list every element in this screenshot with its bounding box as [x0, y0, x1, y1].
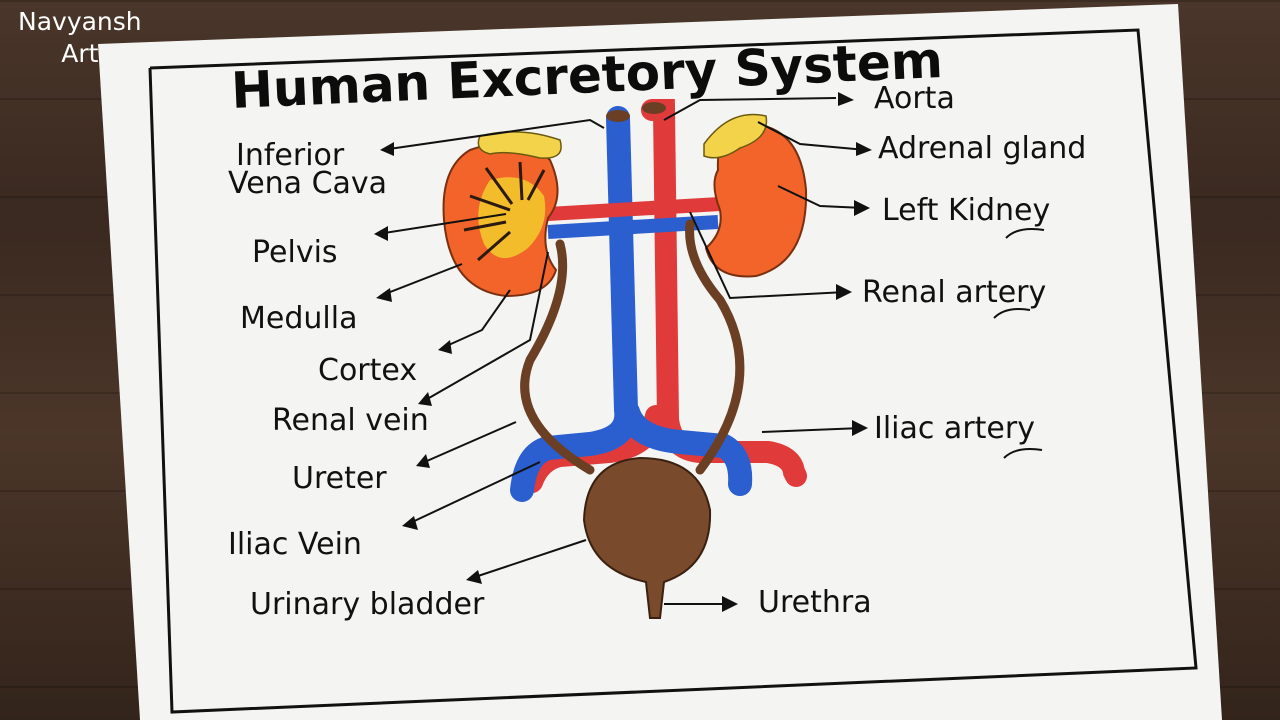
watermark-line-2: Art — [61, 39, 99, 68]
label-urinary-bladder: Urinary bladder — [250, 587, 485, 622]
vena-cava-cap — [606, 110, 630, 122]
renal-artery — [547, 197, 721, 221]
label-ureter: Ureter — [292, 461, 387, 496]
label-renal-vein: Renal vein — [272, 403, 429, 438]
page-border — [148, 28, 1198, 714]
label-renal-artery: Renal artery — [862, 275, 1046, 310]
label-iliac-vein: Iliac Vein — [228, 527, 362, 562]
adrenal-gland-right — [477, 131, 562, 159]
label-aorta: Aorta — [874, 81, 955, 116]
flourish-renal-artery — [993, 308, 1031, 319]
medulla-pyramids — [463, 161, 546, 262]
label-left-kidney: Left Kidney — [882, 193, 1050, 228]
ureter-left — [685, 219, 745, 475]
flourish-left-kidney — [1005, 228, 1045, 239]
arrow-heads — [374, 92, 872, 612]
watermark-line-1: Navyansh — [18, 7, 142, 36]
label-pelvis: Pelvis — [252, 235, 338, 270]
iliac-vein-left — [616, 400, 753, 496]
ureter-right — [520, 239, 595, 475]
label-urethra: Urethra — [758, 585, 872, 620]
label-iliac-artery: Iliac artery — [874, 411, 1035, 446]
label-adrenal-gland: Adrenal gland — [878, 131, 1086, 166]
label-cortex: Cortex — [318, 353, 417, 388]
adrenal-gland-left — [703, 113, 768, 159]
label-vena-cava: Vena Cava — [228, 166, 387, 201]
label-arrows — [377, 97, 867, 605]
flourish-iliac-artery — [1003, 448, 1043, 459]
watermark: Navyansh Art — [18, 6, 142, 70]
label-medulla: Medulla — [240, 301, 357, 336]
label-inferior: Inferior — [236, 138, 345, 173]
aorta-cap — [642, 102, 666, 114]
urinary-bladder — [582, 456, 712, 619]
